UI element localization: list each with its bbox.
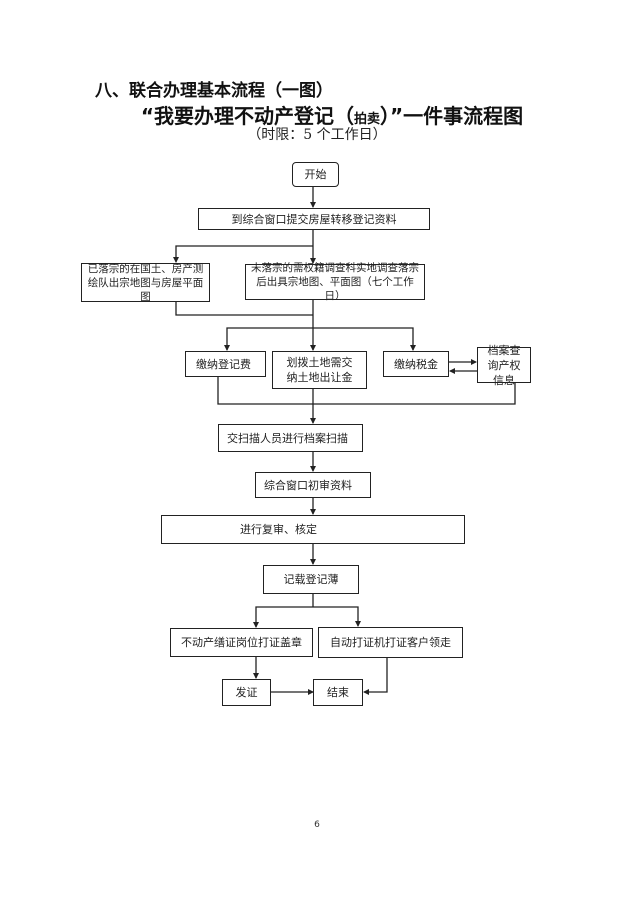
issue-label: 发证 <box>235 686 258 699</box>
scan-label: 交扫描人员进行档案扫描 <box>227 431 348 445</box>
section-heading: 八、联合办理基本流程（一图） <box>95 81 333 101</box>
unsettled-label: 未落宗的需权籍调查科实地调查落宗后出具宗地图、平面图（七个工作日） <box>251 262 419 302</box>
pay-tax-node: 缴纳税金 <box>383 351 449 377</box>
connector-branch-tax <box>313 327 416 351</box>
submit-materials-node: 到综合窗口提交房屋转移登记资料 <box>198 208 430 230</box>
connector-selfprint-end <box>363 658 388 695</box>
re-review-node: 进行复审、核定 <box>161 515 465 544</box>
settled-parcel-node: 已落宗的在国土、房产测绘队出宗地图与房屋平面图 <box>81 262 210 303</box>
start-node: 开始 <box>292 162 339 187</box>
archive-query-label: 档案查询产权信息 <box>487 343 521 387</box>
connector-split-selfprint <box>313 606 361 627</box>
unsettled-parcel-node: 未落宗的需权籍调查科实地调查落宗后出具宗地图、平面图（七个工作日） <box>245 262 425 302</box>
certificate-stamp-label: 不动产缮证岗位打证盖章 <box>181 636 302 649</box>
connector-split-stamp <box>253 606 313 628</box>
title-suffix: ）”一件事流程图 <box>380 104 524 128</box>
settled-label: 已落宗的在国土、房产测绘队出宗地图与房屋平面图 <box>87 262 204 303</box>
self-print-label: 自动打证机打证客户领走 <box>330 636 451 649</box>
page-title: “我要办理不动产登记（拍卖）”一件事流程图 <box>0 100 634 129</box>
certificate-stamp-node: 不动产缮证岗位打证盖章 <box>170 628 313 657</box>
end-label: 结束 <box>327 686 349 699</box>
initial-review-node: 综合窗口初审资料 <box>255 472 371 498</box>
page-number: 6 <box>314 820 320 830</box>
archive-query-node: 档案查询产权信息 <box>477 344 531 387</box>
pay-tax-label: 缴纳税金 <box>394 357 438 371</box>
registration-fee-label: 缴纳登记费 <box>196 357 251 371</box>
connector-split-left <box>173 245 313 263</box>
register-book-label: 记载登记薄 <box>283 573 339 586</box>
time-limit-subtitle: （时限：5 个工作日） <box>247 127 387 143</box>
archive-scan-node: 交扫描人员进行档案扫描 <box>218 424 363 452</box>
initial-review-label: 综合窗口初审资料 <box>264 478 352 492</box>
pay-registration-fee-node: 缴纳登记费 <box>185 351 266 377</box>
self-print-node: 自动打证机打证客户领走 <box>318 627 463 658</box>
title-prefix: “我要办理不动产登记（ <box>140 104 354 128</box>
submit-label: 到综合窗口提交房屋转移登记资料 <box>231 212 397 226</box>
issue-certificate-node: 发证 <box>222 679 271 706</box>
land-transfer-fee-node: 划拨土地需交纳土地出让金 <box>272 351 367 389</box>
connector-fee-merge <box>217 377 516 405</box>
land-transfer-label: 划拨土地需交纳土地出让金 <box>286 356 353 384</box>
title-small: 拍卖 <box>353 112 380 127</box>
connector-merge-left <box>175 302 313 316</box>
register-book-node: 记载登记薄 <box>263 565 359 594</box>
end-node: 结束 <box>313 679 363 706</box>
connector-branch-fee <box>224 327 313 351</box>
re-review-label: 进行复审、核定 <box>240 523 317 536</box>
start-label: 开始 <box>304 168 327 181</box>
